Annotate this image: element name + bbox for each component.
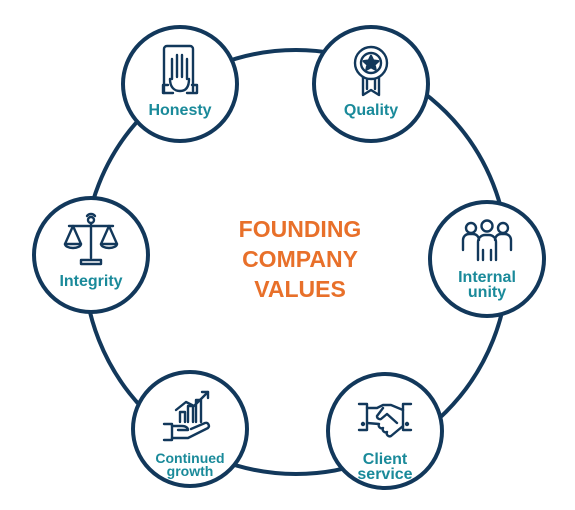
award-ribbon-icon bbox=[341, 41, 401, 99]
balance-scale-icon bbox=[61, 212, 121, 270]
value-label: Honesty bbox=[148, 102, 212, 119]
value-node-client-service: Client service bbox=[326, 372, 444, 490]
value-node-integrity: Integrity bbox=[32, 196, 150, 314]
value-node-continued-growth: Continued growth bbox=[131, 370, 249, 488]
handshake-icon bbox=[355, 394, 415, 452]
team-people-icon bbox=[457, 216, 517, 274]
value-label-line-2: unity bbox=[467, 284, 507, 301]
center-title: FOUNDING COMPANY VALUES bbox=[200, 214, 400, 304]
value-label-line-2: growth bbox=[166, 463, 214, 479]
value-label: Client service bbox=[334, 451, 436, 483]
value-label-line-1: Continued bbox=[155, 450, 225, 466]
value-node-quality: Quality bbox=[312, 25, 430, 143]
value-node-internal-unity: Internal unity bbox=[428, 200, 546, 318]
value-label-line-2: service bbox=[357, 466, 413, 483]
center-title-line-2: COMPANY bbox=[242, 246, 358, 272]
value-node-honesty: Honesty bbox=[121, 25, 239, 143]
value-label: Continued growth bbox=[139, 450, 241, 479]
center-title-line-1: FOUNDING bbox=[238, 216, 362, 242]
value-label: Internal unity bbox=[436, 269, 538, 301]
value-label-line-1: Client bbox=[362, 451, 408, 468]
raised-hand-icon bbox=[150, 41, 210, 99]
value-label: Quality bbox=[343, 102, 399, 119]
value-label-line-1: Internal bbox=[458, 269, 516, 286]
center-title-line-3: VALUES bbox=[254, 276, 346, 302]
value-label: Integrity bbox=[59, 273, 123, 290]
growth-chart-hand-icon bbox=[160, 386, 220, 444]
